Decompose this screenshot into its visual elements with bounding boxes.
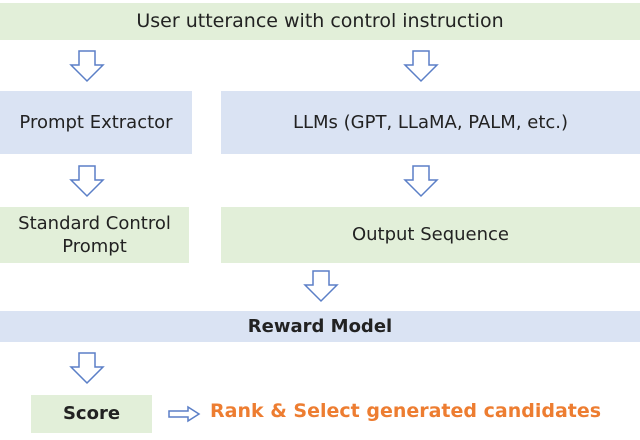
right-arrow-icon [168, 405, 201, 423]
reward-model-box: Reward Model [0, 311, 640, 342]
rank-select-label: Rank & Select generated candidates [210, 400, 602, 422]
user-utterance-box: User utterance with control instruction [0, 3, 640, 40]
down-arrow-icon [403, 165, 439, 198]
down-arrow-icon [69, 50, 105, 83]
standard-control-prompt-label: Standard Control Prompt [18, 212, 171, 257]
output-sequence-label: Output Sequence [351, 224, 510, 246]
prompt-extractor-label: Prompt Extractor [19, 111, 173, 133]
score-label: Score [62, 403, 121, 425]
down-arrow-icon [403, 50, 439, 83]
prompt-extractor-box: Prompt Extractor [0, 91, 192, 154]
down-arrow-icon [69, 165, 105, 198]
reward-model-label: Reward Model [247, 315, 393, 337]
down-arrow-icon [303, 270, 339, 303]
score-box: Score [31, 395, 152, 433]
user-utterance-label: User utterance with control instruction [136, 10, 504, 33]
standard-control-prompt-box: Standard Control Prompt [0, 207, 189, 263]
output-sequence-box: Output Sequence [221, 207, 640, 263]
llms-label: LLMs (GPT, LLaMA, PALM, etc.) [292, 111, 569, 133]
down-arrow-icon [69, 352, 105, 385]
llms-box: LLMs (GPT, LLaMA, PALM, etc.) [221, 91, 640, 154]
